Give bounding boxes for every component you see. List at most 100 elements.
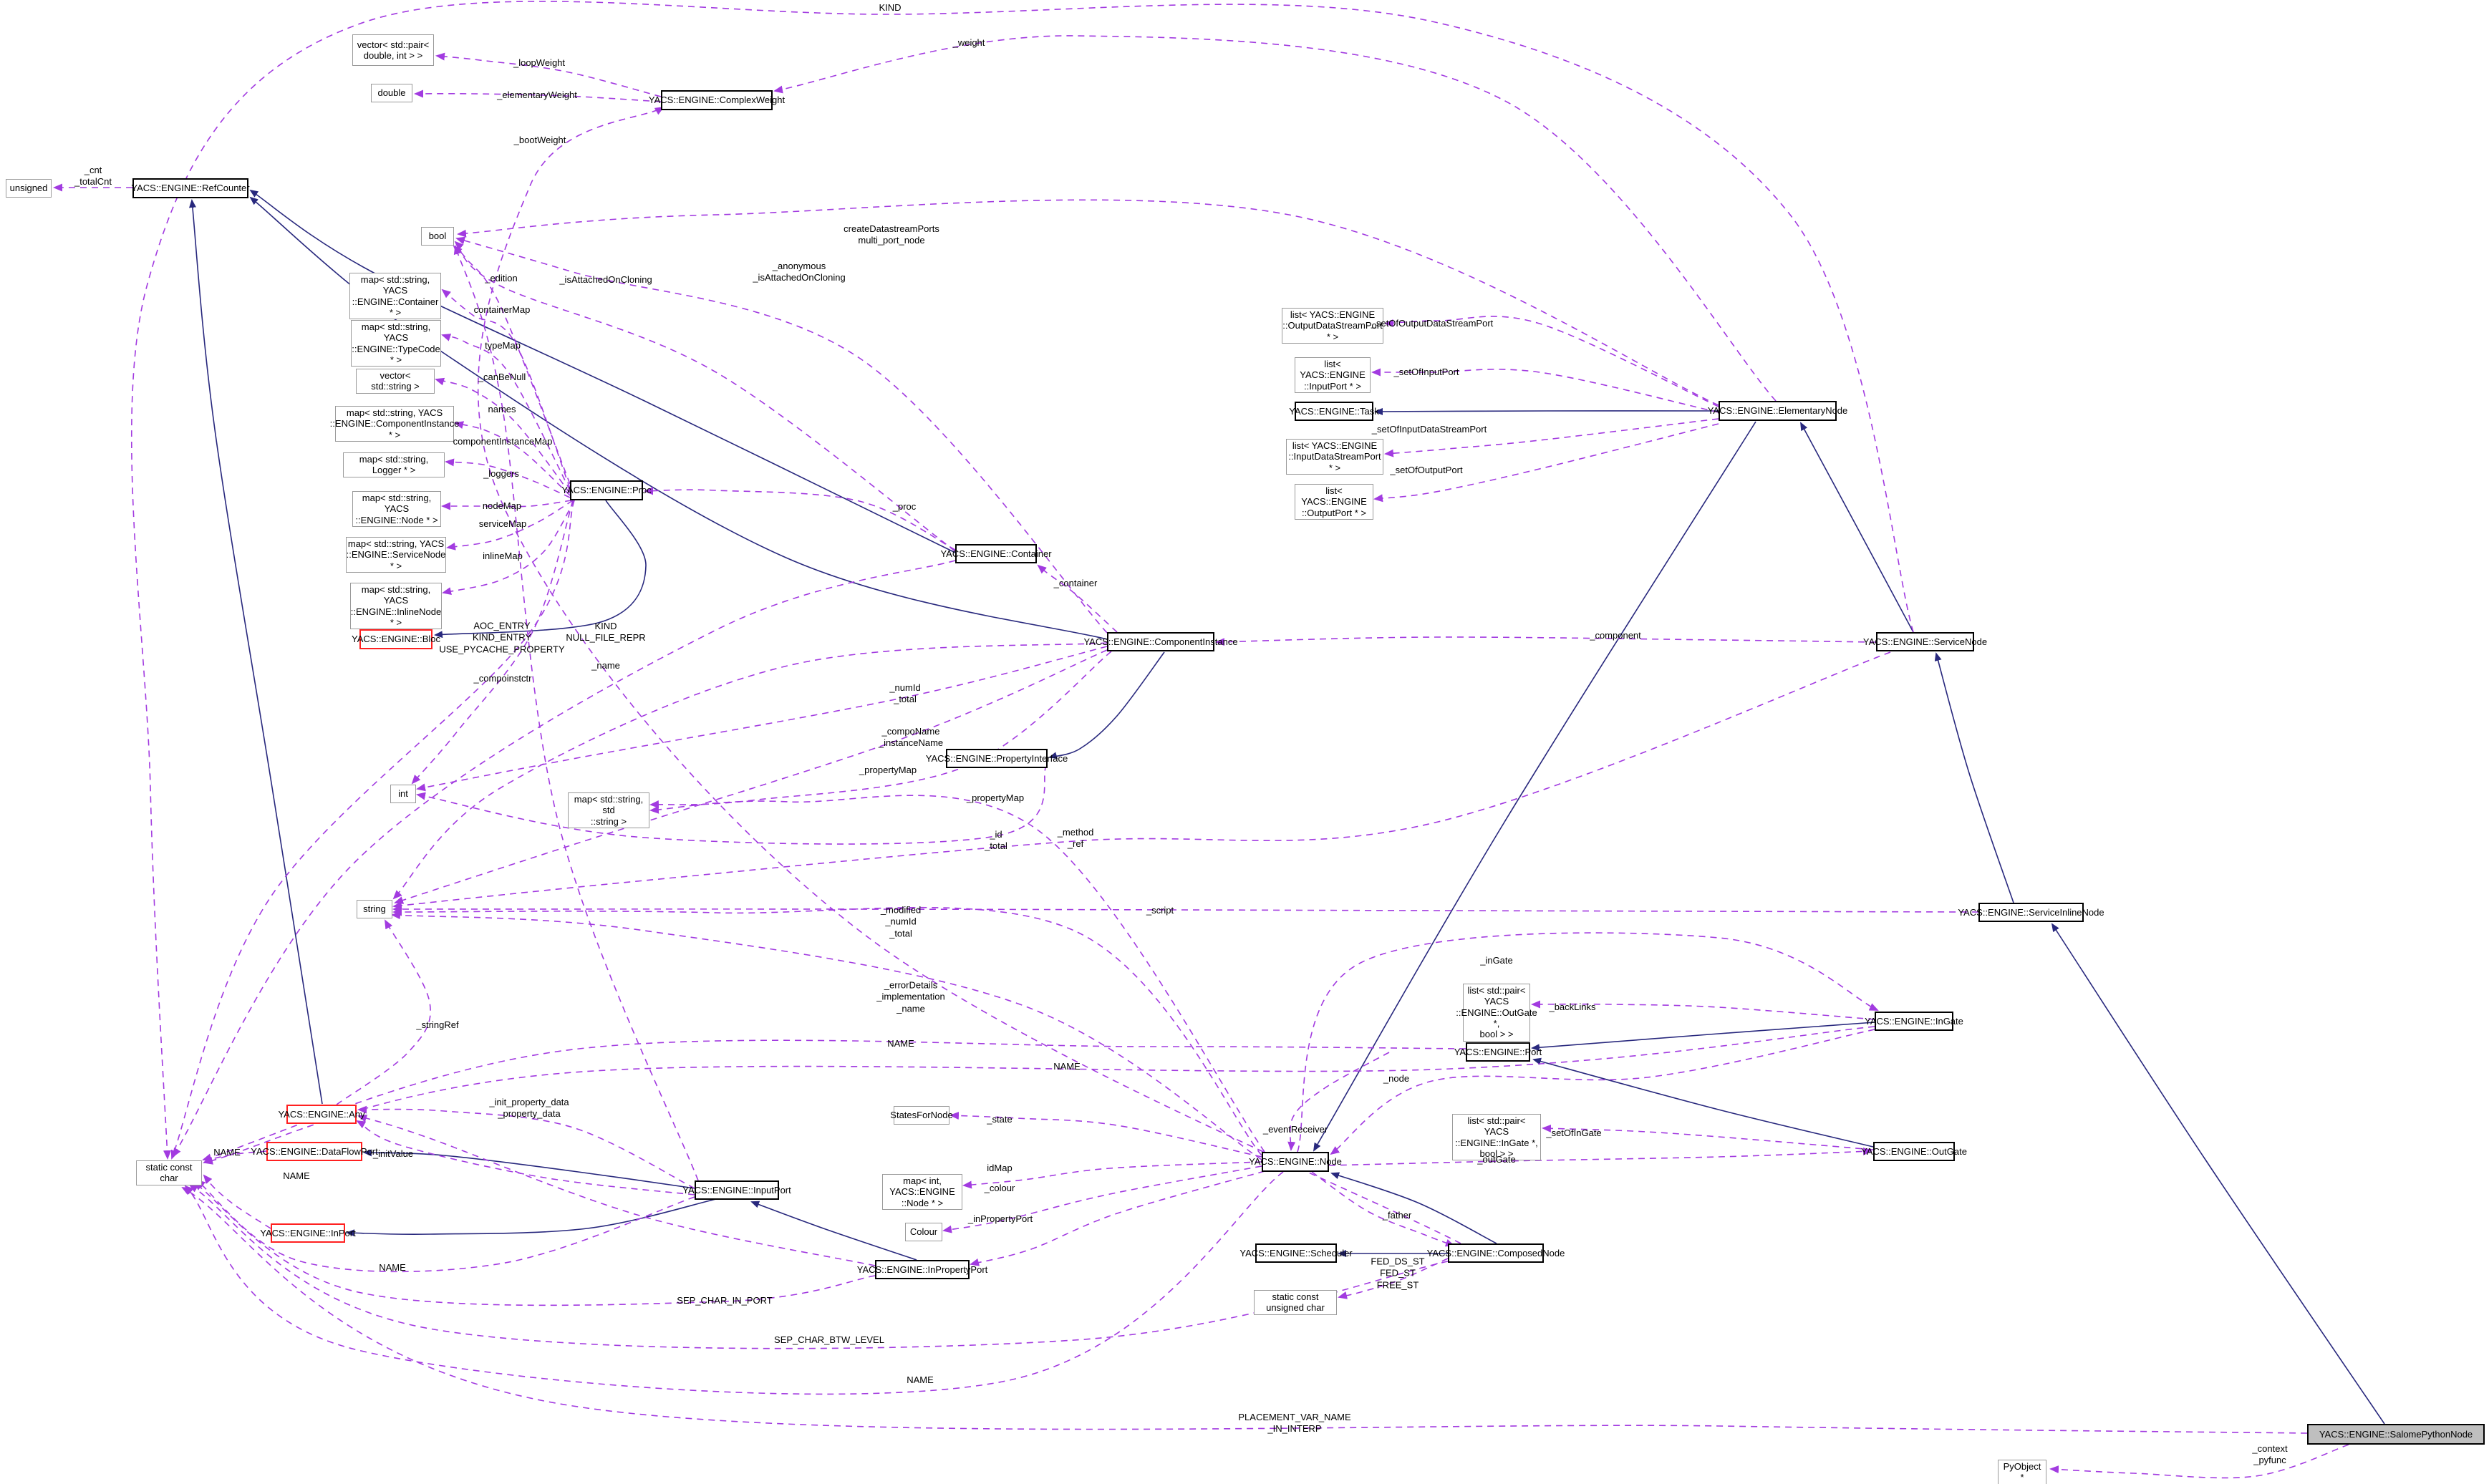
usage-edge (1330, 1029, 1875, 1155)
class-box-map-typecode: map< std::string, YACS ::ENGINE::TypeCod… (351, 320, 441, 367)
class-box-map-inlinenode: map< std::string, YACS ::ENGINE::InlineN… (350, 583, 442, 630)
class-box-any[interactable]: YACS::ENGINE::Any (278, 1105, 365, 1124)
usage-edge (1542, 1124, 1874, 1150)
class-box-proc[interactable]: YACS::ENGINE::Proc (561, 480, 652, 500)
class-box-int: int (390, 785, 416, 803)
usage-edge (454, 241, 956, 552)
usage-edge (649, 795, 1265, 1153)
class-box-list-inputport: list< YACS::ENGINE ::InputPort * > (1295, 357, 1371, 393)
class-box-outgate[interactable]: YACS::ENGINE::OutGate (1861, 1142, 1967, 1161)
class-box-composednode[interactable]: YACS::ENGINE::ComposedNode (1427, 1243, 1565, 1263)
class-box-port[interactable]: YACS::ENGINE::Port (1454, 1042, 1542, 1062)
usage-edge (1328, 1147, 1872, 1166)
usage-edge (357, 1115, 876, 1266)
usage-edge (962, 1161, 1262, 1189)
usage-edge (445, 458, 571, 498)
inheritance-edge (249, 189, 956, 553)
usage-edge (394, 649, 1108, 904)
usage-edge (453, 245, 571, 485)
inheritance-edge (1330, 1172, 1497, 1244)
usage-edge (203, 1150, 267, 1164)
usage-edge (435, 52, 662, 97)
usage-edge (1384, 418, 1719, 457)
class-box-node[interactable]: YACS::ENGINE::Node (1249, 1152, 1342, 1172)
usage-edge (441, 500, 572, 510)
usage-edge (391, 911, 1262, 1160)
class-box-componentinstance[interactable]: YACS::ENGINE::ComponentInstance (1083, 632, 1238, 651)
class-box-vector-pair: vector< std::pair< double, int > > (352, 34, 434, 66)
usage-edge (193, 1181, 876, 1306)
class-box-list-idsp: list< YACS::ENGINE ::InputDataStreamPort… (1286, 439, 1383, 475)
inheritance-edge (434, 500, 647, 639)
class-box-inputport[interactable]: YACS::ENGINE::InputPort (682, 1180, 791, 1200)
usage-edge (416, 764, 1048, 845)
usage-edge (1297, 932, 1879, 1153)
inheritance-edge (1313, 421, 1756, 1152)
class-box-double: double (371, 84, 412, 102)
class-box-list-odsp: list< YACS::ENGINE ::OutputDataStreamPor… (1282, 308, 1383, 344)
class-box-static-const-uchar: static const unsigned char (1254, 1290, 1337, 1315)
class-box-serviceinlinenode[interactable]: YACS::ENGINE::ServiceInlineNode (1958, 903, 2104, 922)
usage-edge (773, 35, 1777, 402)
inheritance-edge (1800, 422, 1914, 633)
class-box-pyobject: PyObject * (1998, 1460, 2046, 1484)
class-box-list-pair-ingate: list< std::pair< YACS ::ENGINE::InGate *… (1452, 1114, 1541, 1161)
usage-edge (441, 288, 571, 489)
usage-edge (442, 500, 575, 595)
usage-edge (1037, 564, 1118, 633)
class-box-complexweight[interactable]: YACS::ENGINE::ComplexWeight (649, 90, 785, 110)
usage-edge (172, 560, 956, 1158)
class-box-propertyinterface[interactable]: YACS::ENGINE::PropertyInterface (926, 749, 1068, 768)
usage-edge (392, 642, 1108, 900)
class-box-map-node: map< std::string, YACS ::ENGINE::Node * … (352, 491, 441, 527)
usage-edge (949, 1112, 1262, 1158)
usage-edge (336, 919, 431, 1105)
inheritance-edge (1934, 652, 2014, 903)
usage-edge (170, 500, 575, 1160)
inheritance-edge (363, 1149, 715, 1192)
usage-edge (457, 199, 1719, 406)
usage-edge (649, 651, 1112, 809)
usage-edge (1287, 1052, 1390, 1151)
class-box-inpropertyport[interactable]: YACS::ENGINE::InPropertyPort (857, 1260, 987, 1279)
usage-edge (392, 906, 1262, 1156)
class-box-servicenode[interactable]: YACS::ENGINE::ServiceNode (1863, 632, 1987, 651)
inheritance-edge (249, 196, 1108, 640)
usage-edge (130, 1, 1914, 1160)
class-box-unsigned: unsigned (6, 179, 52, 198)
usage-edge (1338, 1258, 1449, 1299)
usage-edge (1373, 423, 1719, 503)
class-box-scheduler[interactable]: YACS::ENGINE::Scheduler (1239, 1243, 1353, 1263)
class-box-map-container: map< std::string, YACS ::ENGINE::Contain… (349, 273, 441, 320)
class-box-map-string-string: map< std::string, std ::string > (568, 792, 649, 828)
class-box-statesfornode: StatesForNode (890, 1106, 953, 1125)
usage-edge (1384, 316, 1719, 407)
usage-edge (203, 1174, 271, 1229)
usage-edge (203, 1026, 1875, 1165)
class-box-elementarynode[interactable]: YACS::ENGINE::ElementaryNode (1708, 401, 1847, 421)
usage-edge (446, 500, 574, 551)
usage-edge (644, 487, 956, 551)
usage-edge (416, 646, 1108, 792)
inheritance-edge (1532, 1057, 1874, 1148)
class-box-bloc[interactable]: YACS::ENGINE::Bloc (352, 629, 440, 649)
class-box-static-const-char: static const char (136, 1160, 202, 1185)
class-box-inport[interactable]: YACS::ENGINE::InPort (260, 1223, 356, 1243)
class-box-colour: Colour (905, 1223, 942, 1241)
class-box-container[interactable]: YACS::ENGINE::Container (940, 544, 1052, 563)
class-box-salomepythonnode[interactable]: YACS::ENGINE::SalomePythonNode (2307, 1424, 2485, 1445)
class-box-ingate[interactable]: YACS::ENGINE::InGate (1865, 1012, 1963, 1031)
usage-edge (357, 1105, 695, 1189)
class-box-task[interactable]: YACS::ENGINE::Task (1289, 402, 1379, 421)
class-box-string: string (357, 900, 392, 918)
class-box-map-compinst: map< std::string, YACS ::ENGINE::Compone… (330, 406, 459, 442)
usage-edge (942, 1165, 1262, 1233)
usage-edge (453, 245, 699, 1181)
class-box-refcounter[interactable]: YACS::ENGINE::RefCounter (131, 178, 250, 198)
class-box-dataflowport[interactable]: YACS::ENGINE::DataFlowPort (251, 1142, 378, 1161)
usage-edge (392, 651, 1891, 910)
usage-edge (392, 905, 1979, 913)
usage-edge (435, 377, 571, 494)
